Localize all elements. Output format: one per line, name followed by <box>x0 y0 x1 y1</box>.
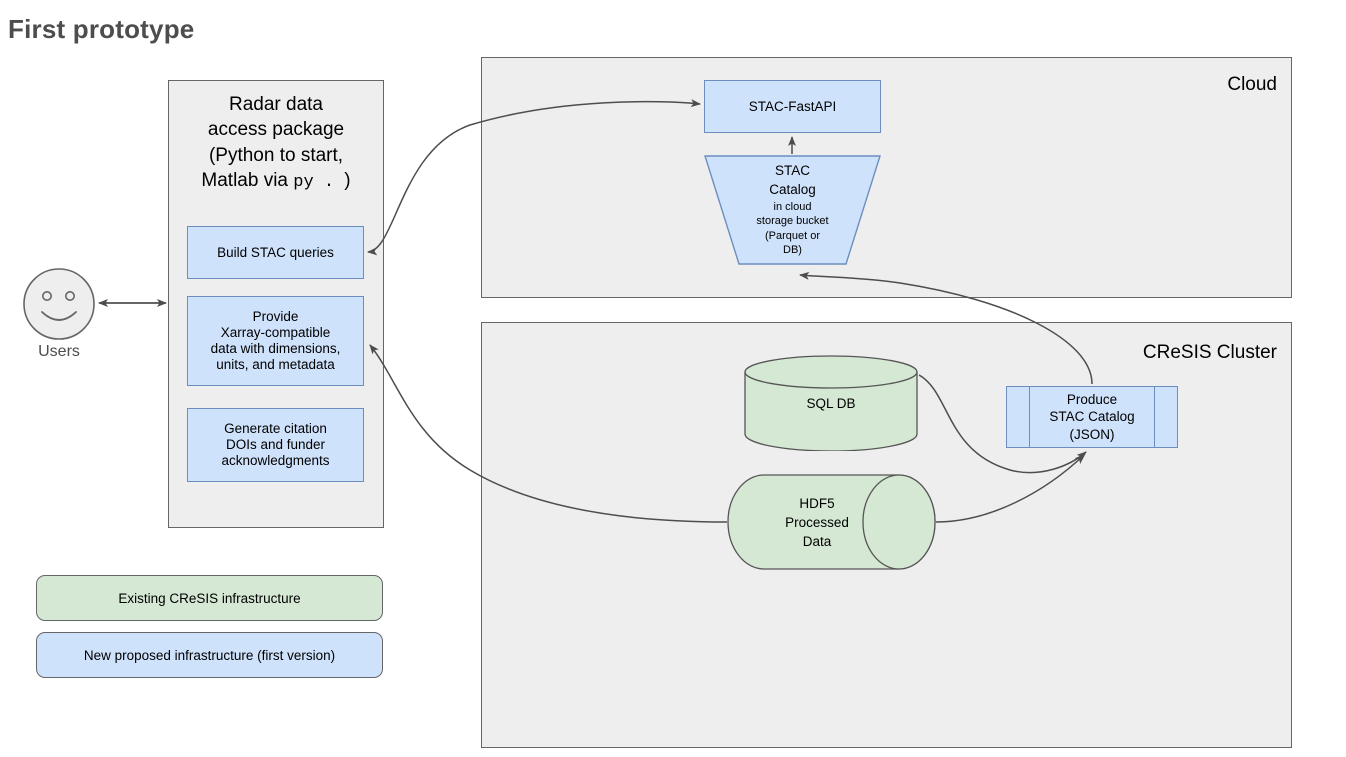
smiley-face-icon <box>23 268 95 340</box>
legend-item-existing-infrastructure-label: Existing CReSIS infrastructure <box>118 590 301 606</box>
node-stac-catalog[interactable] <box>704 155 881 265</box>
node-build-stac-queries[interactable]: Build STAC queries <box>187 226 364 279</box>
node-sql-db-label: SQL DB <box>806 396 856 411</box>
legend-item-existing-infrastructure[interactable]: Existing CReSIS infrastructure <box>36 575 383 621</box>
users-actor[interactable] <box>22 267 96 341</box>
legend-item-new-infrastructure[interactable]: New proposed infrastructure (first versi… <box>36 632 383 678</box>
cloud-container: Cloud <box>481 57 1292 298</box>
cluster-container-label: CReSIS Cluster <box>1142 342 1277 363</box>
users-actor-label: Users <box>38 343 80 360</box>
legend-item-new-infrastructure-label: New proposed infrastructure (first versi… <box>83 647 336 663</box>
cloud-container-label: Cloud <box>1227 74 1277 95</box>
node-build-stac-queries-label: Build STAC queries <box>217 244 334 260</box>
node-stac-fastapi[interactable]: STAC-FastAPI <box>704 80 881 133</box>
node-hdf5-processed-data[interactable] <box>727 474 936 570</box>
node-stac-fastapi-label: STAC-FastAPI <box>748 98 837 114</box>
process-right-bar <box>1154 387 1155 447</box>
cylinder-horizontal-shape <box>727 474 936 570</box>
page-title: First prototype <box>8 14 195 44</box>
trapezoid-shape <box>704 155 881 265</box>
